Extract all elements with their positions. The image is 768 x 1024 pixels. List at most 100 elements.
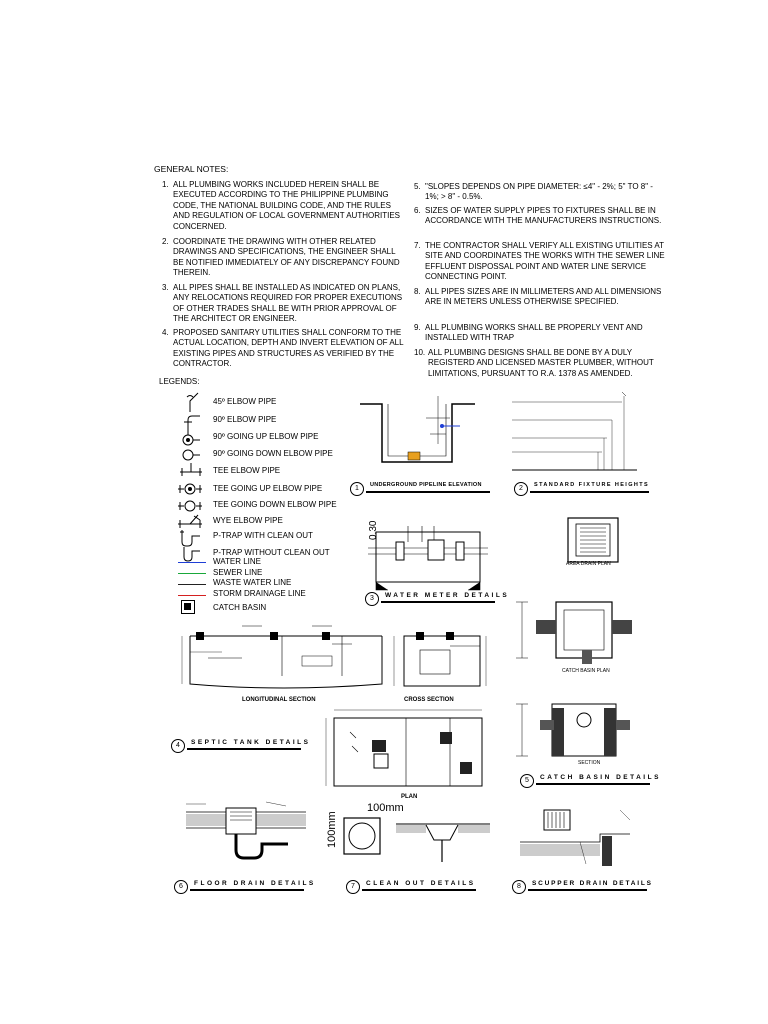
general-notes-title: GENERAL NOTES:: [154, 164, 229, 174]
note-number: 2.: [162, 237, 169, 246]
scupper-drain-drawing: [520, 809, 631, 866]
detail-title-4: 4 SEPTIC TANK DETAILS: [171, 739, 308, 753]
note-2: 2. COORDINATE THE DRAWING WITH OTHER REL…: [162, 237, 406, 279]
note-number: 5.: [414, 182, 421, 191]
detail-number: 4: [171, 739, 185, 753]
sewer-line-swatch: [178, 573, 206, 574]
title-underline: [381, 601, 495, 603]
detail-number: 3: [365, 592, 379, 606]
elbow-90-down-icon: [182, 449, 200, 461]
clean-out-plan-drawing: [343, 817, 381, 855]
detail-number: 8: [512, 880, 526, 894]
detail-number: 5: [520, 774, 534, 788]
note-text: COORDINATE THE DRAWING WITH OTHER RELATE…: [173, 237, 400, 278]
detail-title-5: 5 CATCH BASIN DETAILS: [520, 774, 658, 788]
detail-title-8: 8 SCUPPER DRAIN DETAILS: [512, 880, 651, 894]
note-text: ALL PIPES SIZES ARE IN MILLIMETERS AND A…: [425, 287, 662, 307]
note-1: 1. ALL PLUMBING WORKS INCLUDED HEREIN SH…: [162, 180, 406, 232]
detail-title-3: 3 WATER METER DETAILS: [365, 592, 507, 606]
detail-title: STANDARD FIXTURE HEIGHTS: [534, 482, 650, 488]
note-text: "SLOPES DEPENDS ON PIPE DIAMETER: ≤4" - …: [425, 182, 653, 202]
note-number: 10.: [414, 348, 426, 357]
note-10: 10. ALL PLUMBING DESIGNS SHALL BE DONE B…: [414, 348, 664, 379]
note-number: 7.: [414, 241, 421, 250]
catch-basin-plan-drawing: [516, 601, 632, 664]
note-text: ALL PLUMBING DESIGNS SHALL BE DONE BY A …: [428, 348, 654, 378]
wye-elbow-icon: [178, 514, 202, 528]
detail-title-7: 7 CLEAN OUT DETAILS: [346, 880, 476, 894]
note-number: 4.: [162, 328, 169, 337]
note-6: 6. SIZES OF WATER SUPPLY PIPES TO FIXTUR…: [414, 206, 665, 227]
legend-item-label: 90º GOING UP ELBOW PIPE: [213, 432, 319, 441]
dimension-100mm-horizontal: 100mm: [367, 802, 404, 814]
detail-title-2: 2 STANDARD FIXTURE HEIGHTS: [514, 482, 649, 496]
legend-item-label: TEE GOING UP ELBOW PIPE: [213, 484, 323, 493]
note-number: 6.: [414, 206, 421, 215]
legend-item-label: TEE ELBOW PIPE: [213, 466, 281, 475]
detail-title: SCUPPER DRAIN DETAILS: [532, 880, 653, 887]
dimension-030: 0.30: [368, 520, 379, 540]
detail-number: 6: [174, 880, 188, 894]
legend-item-label: 45º ELBOW PIPE: [213, 397, 277, 406]
tee-down-icon: [178, 500, 202, 512]
legend-line-label: STORM DRAINAGE LINE: [213, 589, 306, 598]
note-number: 3.: [162, 283, 169, 292]
elbow-45-icon: [186, 392, 199, 412]
detail-title: FLOOR DRAIN DETAILS: [194, 880, 316, 887]
detail-title: WATER METER DETAILS: [385, 592, 510, 599]
note-text: ALL PLUMBING WORKS SHALL BE PROPERLY VEN…: [425, 323, 643, 343]
area-drain-plan-label: AREA DRAIN PLAN: [566, 561, 611, 567]
note-4: 4. PROPOSED SANITARY UTILITIES SHALL CON…: [162, 328, 406, 370]
note-number: 8.: [414, 287, 421, 296]
legend-item-label: CATCH BASIN: [213, 603, 267, 612]
elbow-90-icon: [184, 415, 200, 430]
clean-out-section-drawing: [396, 823, 490, 862]
note-7: 7. THE CONTRACTOR SHALL VERIFY ALL EXIST…: [414, 241, 665, 283]
water-meter-drawing: [368, 526, 488, 591]
note-number: 9.: [414, 323, 421, 332]
title-underline: [536, 783, 650, 785]
section-label: SECTION: [578, 760, 601, 766]
title-underline: [187, 748, 301, 750]
legend-item-label: WYE ELBOW PIPE: [213, 516, 283, 525]
catch-basin-section-drawing: [516, 703, 630, 757]
septic-longitudinal-drawing: [181, 625, 383, 689]
detail-title-1: 1 UNDERGROUND PIPELINE ELEVATION: [350, 482, 490, 496]
legend-item-label: P-TRAP WITH CLEAN OUT: [213, 531, 313, 540]
legend-line-label: WATER LINE: [213, 557, 262, 566]
dimension-100mm-vertical: 100mm: [326, 811, 338, 848]
catch-basin-plan-label: CATCH BASIN PLAN: [562, 668, 610, 674]
legend-item-label: 90º ELBOW PIPE: [213, 415, 277, 424]
longitudinal-section-label: LONGITUDINAL SECTION: [242, 697, 316, 703]
p-trap-cleanout-icon: [180, 530, 200, 547]
water-line-swatch: [178, 562, 206, 563]
note-3: 3. ALL PIPES SHALL BE INSTALLED AS INDIC…: [162, 283, 406, 325]
legend-line-label: SEWER LINE: [213, 568, 263, 577]
note-number: 1.: [162, 180, 169, 189]
detail-number: 2: [514, 482, 528, 496]
cross-section-label: CROSS SECTION: [404, 697, 454, 703]
note-text: ALL PLUMBING WORKS INCLUDED HEREIN SHALL…: [173, 180, 400, 231]
detail-number: 1: [350, 482, 364, 496]
detail-title: SEPTIC TANK DETAILS: [191, 739, 311, 746]
legend-item-label: 90º GOING DOWN ELBOW PIPE: [213, 449, 333, 458]
catch-basin-icon: [181, 600, 195, 614]
note-text: THE CONTRACTOR SHALL VERIFY ALL EXISTING…: [425, 241, 665, 282]
legend-item-label: TEE GOING DOWN ELBOW PIPE: [213, 500, 337, 509]
septic-plan-drawing: [325, 709, 483, 787]
legend-item-label: P-TRAP WITHOUT CLEAN OUT: [213, 548, 330, 557]
title-underline: [366, 491, 490, 493]
legends-title: LEGENDS:: [159, 377, 200, 386]
title-underline: [362, 889, 476, 891]
p-trap-no-cleanout-icon: [183, 547, 200, 562]
detail-title: CLEAN OUT DETAILS: [366, 880, 476, 887]
tee-elbow-icon: [180, 463, 202, 476]
detail-title: UNDERGROUND PIPELINE ELEVATION: [370, 482, 482, 488]
floor-drain-drawing: [186, 801, 306, 860]
underground-pipeline-drawing: [360, 396, 475, 463]
tee-up-icon: [178, 483, 202, 495]
note-text: SIZES OF WATER SUPPLY PIPES TO FIXTURES …: [425, 206, 662, 226]
detail-title: CATCH BASIN DETAILS: [540, 774, 661, 781]
detail-title-6: 6 FLOOR DRAIN DETAILS: [174, 880, 313, 894]
area-drain-plan-drawing: [567, 517, 619, 563]
